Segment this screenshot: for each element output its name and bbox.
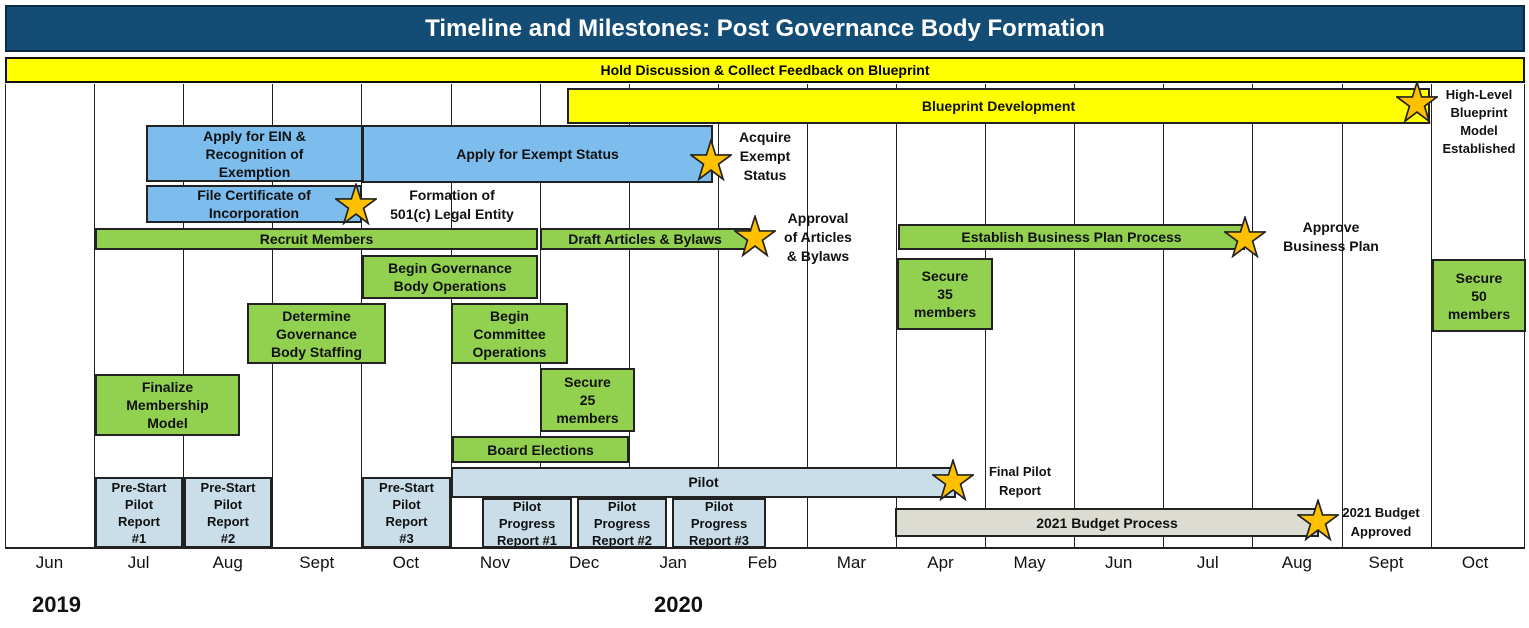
bar-governance-staffing: Determine Governance Body Staffing <box>247 303 386 364</box>
bar-prestart-report-3: Pre-Start Pilot Report #3 <box>362 477 451 548</box>
year-label-2020: 2020 <box>654 592 703 617</box>
month-label: Oct <box>392 553 420 572</box>
month-label: May <box>1013 553 1046 572</box>
month-label: Jun <box>35 553 64 572</box>
milestone-label-pilot-report: Final Pilot Report <box>988 464 1052 498</box>
milestone-label-legal-entity: Formation of 501(c) Legal Entity <box>390 187 514 222</box>
month-label: Nov <box>479 553 511 572</box>
month-gridline <box>1252 84 1254 549</box>
milestone-label-business-plan: Approve Business Plan <box>1283 219 1379 254</box>
month-gridline <box>628 84 630 549</box>
milestone-star-icon-pilot-report <box>932 459 974 501</box>
month-gridline <box>896 84 897 549</box>
month-gridline <box>1341 84 1343 549</box>
bar-board-elections: Board Elections <box>452 436 629 463</box>
bar-membership-model: Finalize Membership Model <box>95 374 240 436</box>
bar-apply-exempt-status: Apply for Exempt Status <box>362 125 713 183</box>
month-gridline <box>183 84 185 549</box>
bar-blueprint-development: Blueprint Development <box>567 88 1430 124</box>
milestone-label-exempt-status: Acquire Exempt Status <box>738 129 792 183</box>
bar-business-plan-process: Establish Business Plan Process <box>898 224 1245 250</box>
month-gridline <box>1430 84 1432 549</box>
month-label: Apr <box>927 553 954 572</box>
month-label: Aug <box>1281 553 1313 572</box>
bar-secure-35: Secure 35 members <box>897 258 993 330</box>
month-label: Jan <box>659 553 687 572</box>
bar-secure-50: Secure 50 members <box>1432 259 1526 332</box>
bar-prestart-report-2: Pre-Start Pilot Report #2 <box>184 477 272 548</box>
milestone-star-icon-budget <box>1297 499 1339 541</box>
bar-governance-operations: Begin Governance Body Operations <box>362 255 538 299</box>
bar-recruit-members: Recruit Members <box>95 228 538 250</box>
milestone-star-icon-business-plan <box>1224 216 1266 258</box>
month-label: Mar <box>836 553 867 572</box>
milestone-star-icon-exempt-status <box>690 139 732 181</box>
bar-secure-25: Secure 25 members <box>540 368 635 432</box>
hold-discussion-bar: Hold Discussion & Collect Feedback on Bl… <box>5 57 1525 83</box>
month-label: Sept <box>299 553 335 572</box>
bar-progress-report-3: Pilot Progress Report #3 <box>672 498 766 548</box>
bar-budget-process: 2021 Budget Process <box>895 508 1319 537</box>
month-gridline <box>1074 84 1076 549</box>
diagram-title: Timeline and Milestones: Post Governance… <box>5 5 1525 52</box>
month-label: Feb <box>747 553 777 572</box>
bar-draft-articles: Draft Articles & Bylaws <box>540 228 750 250</box>
month-gridline <box>94 84 96 549</box>
month-gridline <box>1163 84 1165 549</box>
bar-apply-ein: Apply for EIN & Recognition of Exemption <box>146 125 363 182</box>
milestone-star-icon-articles <box>734 215 776 257</box>
month-label: Dec <box>568 553 600 572</box>
bar-prestart-report-1: Pre-Start Pilot Report #1 <box>95 477 183 548</box>
bar-committee-operations: Begin Committee Operations <box>451 303 568 364</box>
milestone-label-budget: 2021 Budget Approved <box>1342 505 1420 539</box>
month-label: Aug <box>212 553 243 572</box>
month-label: Jun <box>1104 553 1133 572</box>
bar-file-certificate: File Certificate of Incorporation <box>146 185 362 223</box>
month-gridline <box>717 84 719 549</box>
milestone-star-icon-blueprint-model <box>1396 81 1438 123</box>
month-label: Oct <box>1461 553 1489 572</box>
milestone-label-articles: Approval of Articles & Bylaws <box>784 210 852 264</box>
milestone-star-icon-legal-entity <box>335 183 377 225</box>
month-label: Sept <box>1368 553 1404 572</box>
month-label: Jul <box>1196 553 1219 572</box>
month-label: Jul <box>127 553 150 572</box>
milestone-label-blueprint-model: High-Level Blueprint Model Established <box>1442 87 1516 156</box>
month-gridline <box>806 84 808 549</box>
bar-progress-report-2: Pilot Progress Report #2 <box>577 498 667 548</box>
year-label-2019: 2019 <box>32 592 81 617</box>
bar-pilot: Pilot <box>451 467 956 498</box>
bar-progress-report-1: Pilot Progress Report #1 <box>482 498 572 548</box>
